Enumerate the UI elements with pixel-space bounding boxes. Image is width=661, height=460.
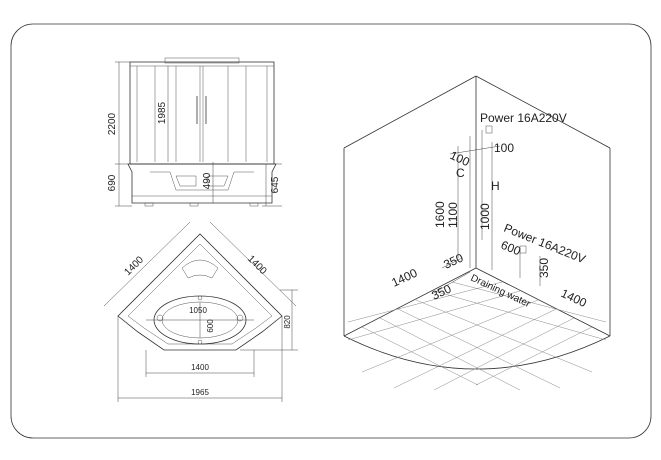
dim-basin-length: 1050 bbox=[189, 306, 207, 315]
dim-350-upper: 350 bbox=[441, 250, 465, 271]
tray-plan-outline bbox=[117, 233, 283, 351]
dim-1600: 1600 bbox=[433, 201, 447, 228]
cabin-outline bbox=[129, 61, 275, 165]
dim-350-right: 350 bbox=[537, 258, 551, 278]
dim-100-right: 100 bbox=[494, 141, 514, 155]
dim-height-inner: 1985 bbox=[157, 101, 168, 124]
dim-floor-right: 1400 bbox=[559, 286, 589, 310]
dim-height-total: 2200 bbox=[107, 112, 118, 135]
dim-height-base: 690 bbox=[107, 174, 118, 191]
sheet-frame bbox=[10, 23, 652, 439]
dim-side-right: 1400 bbox=[245, 253, 269, 277]
seat bbox=[181, 259, 219, 279]
floor-tiles bbox=[347, 281, 607, 391]
corner-view: Power 16A220V Power 16A220V 100 100 C H … bbox=[343, 75, 611, 391]
floor-edge bbox=[343, 335, 611, 370]
front-view: 2200 1985 690 490 645 bbox=[107, 57, 282, 207]
dim-side-left: 1400 bbox=[122, 254, 146, 278]
dim-1000: 1000 bbox=[478, 203, 492, 230]
label-hot: H bbox=[491, 179, 500, 193]
dim-height-tray-right: 645 bbox=[270, 176, 281, 193]
dim-depth: 820 bbox=[283, 315, 292, 329]
label-cold: C bbox=[456, 166, 465, 180]
plan-view: 1400 1400 820 1050 600 1400 1965 bbox=[103, 221, 298, 402]
dim-basin-width: 600 bbox=[206, 319, 215, 333]
dim-overall-width: 1965 bbox=[191, 388, 209, 397]
dim-600: 600 bbox=[499, 238, 523, 259]
dim-1100: 1100 bbox=[446, 202, 460, 228]
label-power-top: Power 16A220V bbox=[480, 111, 567, 125]
dim-height-tray: 490 bbox=[202, 172, 213, 189]
power-socket-mid bbox=[519, 245, 527, 254]
dim-350-lower: 350 bbox=[429, 281, 453, 302]
dim-floor-left: 1400 bbox=[389, 266, 419, 290]
power-socket-top bbox=[485, 125, 493, 134]
dim-inner-width: 1400 bbox=[191, 363, 209, 372]
cabin-top-cap bbox=[164, 57, 240, 64]
